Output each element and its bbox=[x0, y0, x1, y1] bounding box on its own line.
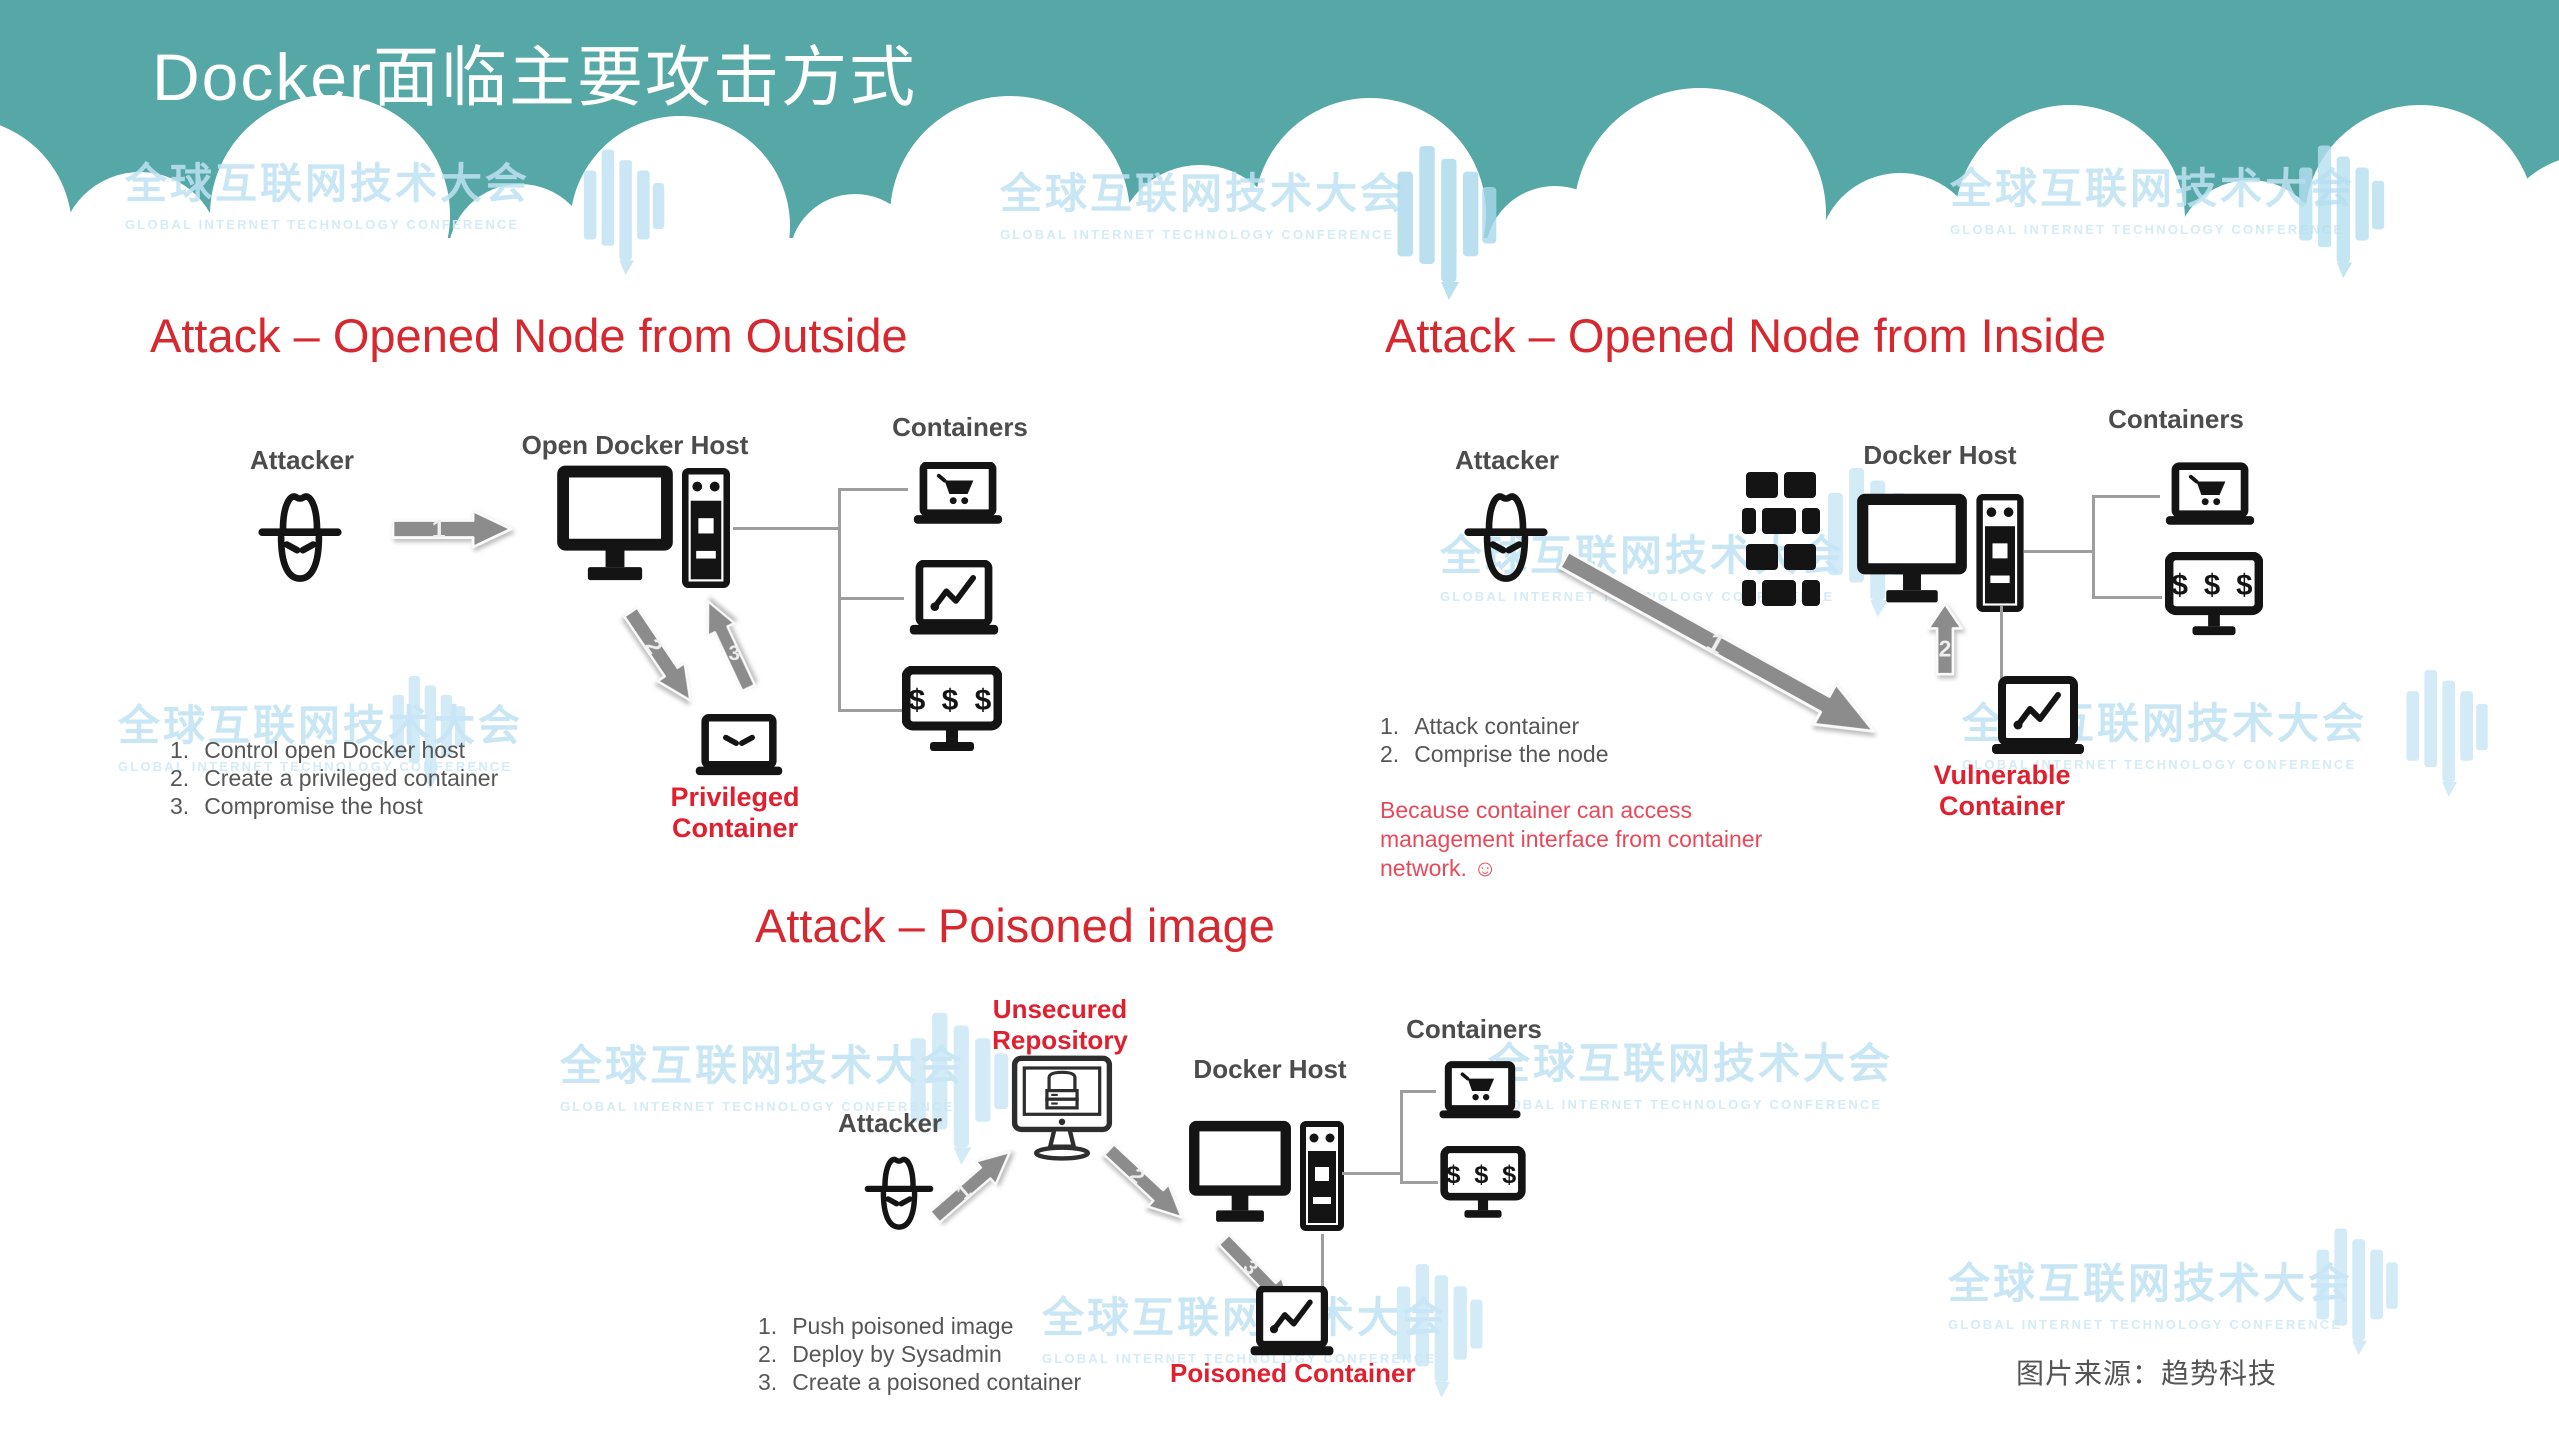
dollars-monitor-icon: $ $ $ bbox=[902, 666, 1002, 751]
dollars-text: $ $ $ bbox=[2172, 569, 2257, 602]
firewall-bricks-icon bbox=[1742, 472, 1820, 606]
connector-line bbox=[2092, 495, 2160, 498]
connector-line bbox=[1342, 1172, 1400, 1175]
diagram-inside-title: Attack – Opened Node from Inside bbox=[1385, 309, 2107, 362]
cart-laptop-icon bbox=[913, 462, 1003, 524]
attack-arrow-1: 1 bbox=[1558, 550, 1876, 733]
connector-line bbox=[838, 488, 908, 491]
vulnerable-container-icon bbox=[1992, 676, 2084, 754]
docker-host-icon bbox=[1189, 1120, 1291, 1222]
connector-line bbox=[1400, 1181, 1438, 1184]
cloud-shape bbox=[210, 95, 450, 335]
poisoned-container-label: Poisoned Container bbox=[1170, 1358, 1416, 1388]
inside-note: Because container can access management … bbox=[1380, 797, 1763, 881]
cloud-shape bbox=[448, 184, 592, 328]
open-docker-host-label: Open Docker Host bbox=[521, 430, 749, 460]
connector-line bbox=[838, 709, 902, 712]
dollars-monitor-icon: $ $ $ bbox=[2165, 552, 2263, 636]
connector-line bbox=[733, 527, 838, 530]
connector-line bbox=[1321, 1234, 1324, 1302]
image-source-note: 图片来源：趋势科技 bbox=[2016, 1358, 2278, 1389]
list-item: 2.Comprise the node bbox=[1380, 741, 1609, 767]
chart-laptop-icon bbox=[909, 560, 999, 635]
watermark: 全球互联网技术大会 GLOBAL INTERNET TECHNOLOGY CON… bbox=[1948, 1260, 2354, 1332]
dollars-text: $ $ $ bbox=[909, 684, 996, 717]
connector-line bbox=[838, 488, 841, 712]
cloud-shape bbox=[1254, 98, 1486, 330]
attacker-label: Attacker bbox=[1455, 445, 1560, 475]
arrow-number: 2 bbox=[1939, 636, 1952, 662]
containers-label: Containers bbox=[2108, 404, 2244, 434]
list-item: 2.Create a privileged container bbox=[170, 765, 499, 791]
dollars-text: $ $ $ bbox=[1446, 1161, 1519, 1189]
list-item: 3.Create a poisoned container bbox=[758, 1369, 1082, 1395]
docker-host-tower-icon bbox=[1976, 494, 2024, 612]
attack-arrow-3: 3 bbox=[706, 600, 756, 693]
list-item: 1.Control open Docker host bbox=[170, 737, 465, 763]
gitc-shield-logo-icon bbox=[2316, 1228, 2398, 1356]
gitc-shield-logo-icon bbox=[2406, 670, 2488, 797]
attacker-spy-icon bbox=[1464, 493, 1548, 582]
cloud-shape bbox=[570, 116, 790, 336]
docker-host-icon bbox=[557, 465, 673, 581]
connector-line bbox=[1400, 1090, 1436, 1093]
cart-laptop-icon bbox=[1439, 1061, 1521, 1119]
cloud-shape bbox=[60, 172, 220, 332]
docker-host-tower-icon bbox=[1300, 1121, 1344, 1231]
docker-host-label: Docker Host bbox=[1193, 1054, 1347, 1084]
slide-title: Docker面临主要攻击方式 bbox=[152, 40, 918, 114]
inside-steps-list: 1.Attack container 2.Comprise the node bbox=[1380, 712, 1609, 768]
containers-label: Containers bbox=[892, 412, 1028, 442]
attacker-label: Attacker bbox=[838, 1108, 943, 1138]
attacker-label: Attacker bbox=[250, 445, 355, 475]
containers-label: Containers bbox=[1406, 1014, 1542, 1044]
privileged-container-icon bbox=[695, 714, 783, 776]
cloud-shape bbox=[1818, 173, 1982, 337]
connector-line bbox=[2024, 550, 2092, 553]
connector-line bbox=[838, 597, 904, 600]
arrow-number: 1 bbox=[432, 517, 446, 544]
cloud-shape bbox=[1574, 88, 1826, 340]
docker-host-label: Docker Host bbox=[1863, 440, 2017, 470]
unsecured-repository-label: Unsecured Repository bbox=[992, 994, 1128, 1055]
attack-arrow-2: 2 bbox=[1926, 602, 1964, 676]
cloud-shape bbox=[890, 96, 1130, 336]
connector-line bbox=[2092, 495, 2095, 599]
watermark: 全球互联网技术大会 GLOBAL INTERNET TECHNOLOGY CON… bbox=[560, 1042, 966, 1114]
docker-host-tower-icon bbox=[682, 468, 730, 588]
vulnerable-container-label: Vulnerable Container bbox=[1933, 760, 2071, 821]
attack-arrow-2: 2 bbox=[1103, 1143, 1183, 1219]
poisoned-steps-list: 1.Push poisoned image 2.Deploy by Sysadm… bbox=[758, 1312, 1081, 1396]
connector-line bbox=[2092, 596, 2162, 599]
outside-steps-list: 1.Control open Docker host 2.Create a pr… bbox=[170, 736, 498, 820]
attack-arrow-1: 1 bbox=[391, 509, 513, 549]
repository-icon bbox=[1011, 1055, 1113, 1161]
watermark: 全球互联网技术大会 GLOBAL INTERNET TECHNOLOGY CON… bbox=[1042, 1294, 1448, 1366]
attacker-spy-icon bbox=[258, 493, 342, 582]
docker-host-icon bbox=[1857, 493, 1967, 603]
list-item: 1.Attack container bbox=[1380, 713, 1580, 739]
cloud-shape bbox=[1955, 105, 2185, 335]
list-item: 1.Push poisoned image bbox=[758, 1313, 1014, 1339]
dollars-monitor-icon: $ $ $ bbox=[1440, 1146, 1526, 1218]
poisoned-container-icon bbox=[1250, 1286, 1334, 1356]
list-item: 2.Deploy by Sysadmin bbox=[758, 1341, 1002, 1367]
list-item: 3.Compromise the host bbox=[170, 793, 423, 819]
cart-laptop-icon bbox=[2165, 462, 2255, 525]
privileged-container-label: Privileged Container bbox=[670, 782, 800, 843]
attack-arrow-2: 2 bbox=[622, 606, 692, 702]
attacker-spy-icon bbox=[864, 1156, 934, 1230]
connector-line bbox=[2000, 606, 2003, 680]
connector-line bbox=[1400, 1090, 1403, 1184]
arrow-number: 3 bbox=[728, 642, 740, 665]
diagram-poisoned-title: Attack – Poisoned image bbox=[755, 899, 1275, 952]
attack-arrow-1: 1 bbox=[929, 1150, 1012, 1224]
cloud-shape bbox=[2174, 180, 2326, 332]
diagram-outside-title: Attack – Opened Node from Outside bbox=[150, 309, 908, 362]
